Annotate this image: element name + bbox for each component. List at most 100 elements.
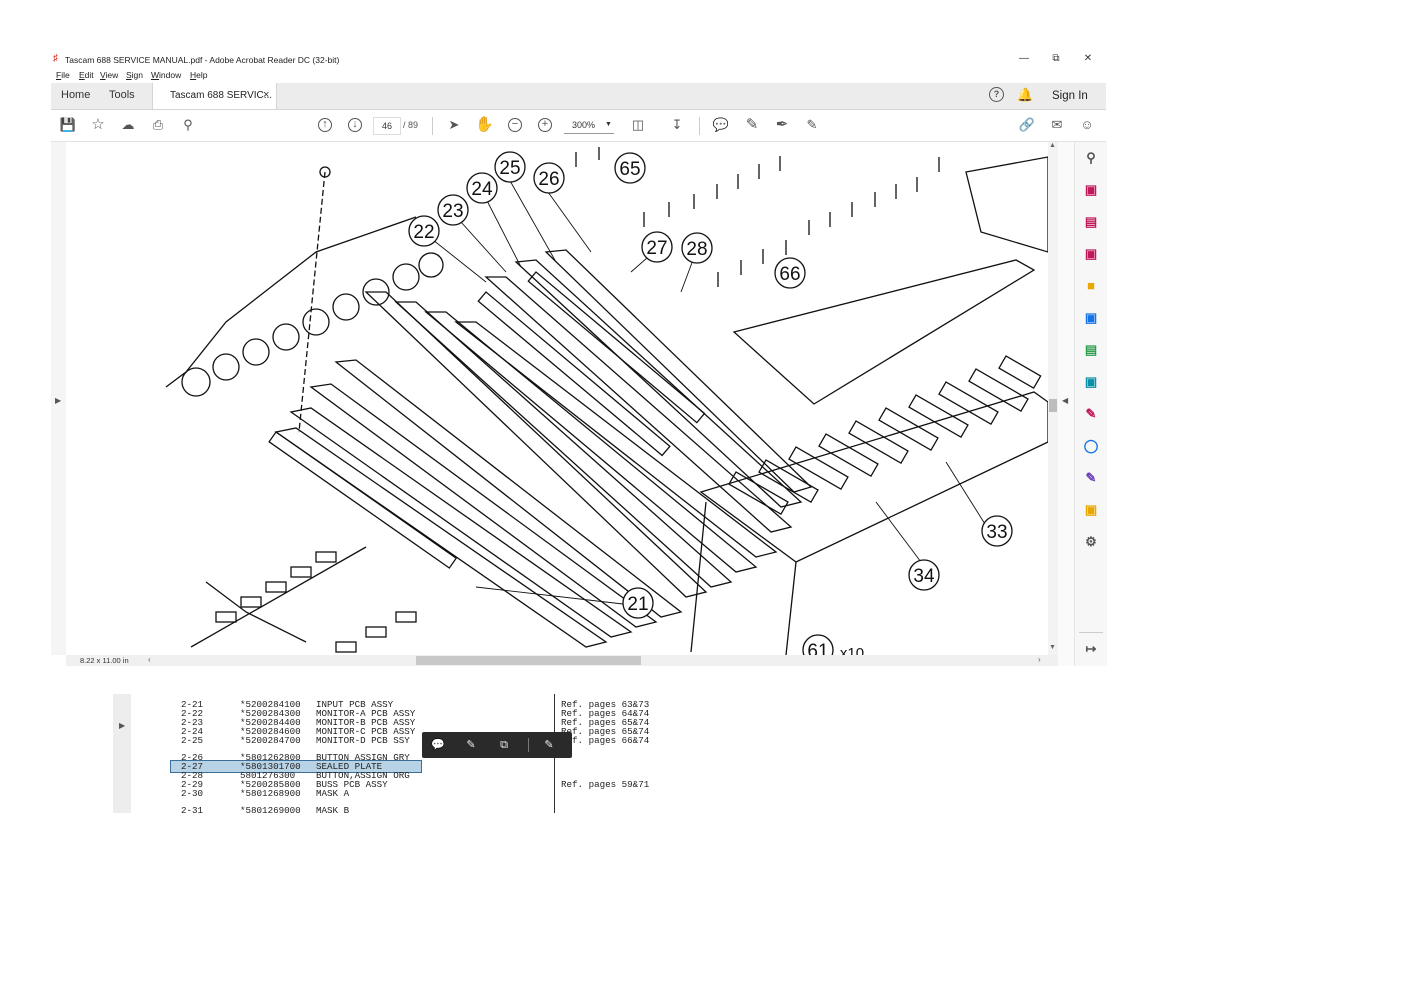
callout-label: 33 <box>986 522 1007 543</box>
more-tools-icon[interactable]: ⚙ <box>1085 534 1097 549</box>
bookmark-star-icon[interactable]: ☆ <box>91 116 105 133</box>
callout-24: 24 <box>466 172 498 204</box>
callout-quantity-label: x10 <box>840 645 864 655</box>
scroll-left-icon[interactable]: ‹ <box>148 655 151 664</box>
right-panel-toggle[interactable]: ◀ <box>1058 142 1074 666</box>
part-number: *5200284300 <box>240 708 301 719</box>
horizontal-scroll-thumb[interactable] <box>416 656 641 665</box>
fader-knobs <box>728 355 1042 516</box>
title-bar: ♯ Tascam 688 SERVICE MANUAL.pdf - Adobe … <box>51 51 1106 69</box>
fit-page-icon[interactable]: ◫ <box>631 117 645 132</box>
comment-tool-icon[interactable]: ■ <box>1087 278 1095 293</box>
selection-floating-toolbar: 💬 ✎ ⧉ ✎ <box>422 732 572 758</box>
collapse-right-panel-icon[interactable]: ◀ <box>1062 396 1069 405</box>
upload-cloud-icon[interactable]: ☁ <box>121 117 135 132</box>
organize-pages-icon[interactable]: ▤ <box>1084 214 1098 229</box>
edit-pdf-icon[interactable]: ▣ <box>1084 310 1098 325</box>
tab-home[interactable]: Home <box>61 89 91 101</box>
toolbar-separator <box>432 117 433 135</box>
vertical-scroll-thumb[interactable] <box>1049 399 1057 412</box>
sign-in-button[interactable]: Sign In <box>1052 90 1088 102</box>
menu-file[interactable]: File <box>56 70 70 80</box>
minimize-button[interactable]: — <box>1019 53 1029 64</box>
callout-34: 34 <box>908 559 940 591</box>
email-icon[interactable]: ✉ <box>1051 117 1063 132</box>
previous-page-icon[interactable]: ↑ <box>318 118 332 132</box>
scroll-down-icon[interactable]: ▼ <box>1049 644 1056 651</box>
menu-sign[interactable]: Sign <box>126 70 144 80</box>
callout-label: 26 <box>538 169 559 190</box>
page-size-label: 8.22 x 11.00 in <box>80 656 129 665</box>
compress-icon[interactable]: ▤ <box>1084 342 1098 357</box>
callout-group: 25 26 65 24 23 22 27 28 66 21 33 34 61 x… <box>408 151 1013 655</box>
highlight-pen-icon[interactable]: ✎ <box>466 739 476 751</box>
document-page-view[interactable]: 25 26 65 24 23 22 27 28 66 21 33 34 61 x… <box>66 142 1048 655</box>
highlight-pen-icon[interactable]: ✎ <box>745 116 759 133</box>
menu-window[interactable]: Window <box>151 70 182 80</box>
part-reference-note: Ref. pages 63&73 <box>561 699 650 710</box>
tab-document[interactable]: Tascam 688 SERVIC... × <box>152 83 277 109</box>
comment-icon[interactable]: 💬 <box>712 117 730 132</box>
protect-shield-icon[interactable]: ◯ <box>1083 438 1099 453</box>
part-ref: 2-25 <box>181 735 204 746</box>
comment-icon[interactable]: 💬 <box>431 739 445 751</box>
save-icon[interactable]: 💾 <box>59 117 77 132</box>
callout-label: 28 <box>686 239 707 260</box>
next-page-icon[interactable]: ↓ <box>348 118 362 132</box>
exploded-parts-drawing: 25 26 65 24 23 22 27 28 66 21 33 34 61 x… <box>165 147 1048 655</box>
zoom-level-dropdown[interactable]: 300% ▼ <box>564 117 614 134</box>
hand-tool-icon[interactable]: ✋ <box>475 116 494 133</box>
request-signature-icon[interactable]: ✎ <box>1085 470 1097 485</box>
search-tools-icon[interactable]: ⚲ <box>1086 150 1096 165</box>
page-number-input[interactable]: 46 <box>373 117 401 135</box>
create-pdf-icon[interactable]: ▣ <box>1084 182 1098 197</box>
part-description: MASK B <box>316 805 350 816</box>
scroll-up-icon[interactable]: ▲ <box>1049 142 1056 149</box>
lower-left-panel-toggle[interactable]: ▶ <box>113 694 131 813</box>
zoom-in-icon[interactable]: + <box>538 118 552 132</box>
callout-label: 34 <box>913 566 935 587</box>
callout-28: 28 <box>681 232 713 264</box>
callout-66: 66 <box>774 257 806 289</box>
collapse-pane-icon[interactable]: ↦ <box>1085 641 1097 656</box>
left-panel-toggle[interactable]: ▶ <box>51 142 66 655</box>
menu-edit[interactable]: Edit <box>79 70 94 80</box>
vertical-scrollbar[interactable]: ▲ ▼ <box>1048 142 1058 655</box>
export-pdf-icon[interactable]: ▣ <box>1084 246 1098 261</box>
find-magnifier-icon[interactable]: ⚲ <box>183 117 193 132</box>
part-ref: 2-21 <box>181 699 204 710</box>
part-description: BUTTON,ASSIGN ORG <box>316 770 410 781</box>
menu-help[interactable]: Help <box>190 70 208 80</box>
status-bar: 8.22 x 11.00 in ‹ › <box>66 655 1058 666</box>
select-cursor-icon[interactable]: ➤ <box>448 117 460 132</box>
part-ref: 2-24 <box>181 726 204 737</box>
expand-left-panel-icon[interactable]: ▶ <box>119 721 126 730</box>
draw-sign-icon[interactable]: ✒ <box>775 116 789 133</box>
share-link-icon[interactable]: 🔗 <box>1018 117 1036 132</box>
callout-33: 33 <box>981 515 1013 547</box>
help-icon[interactable]: ? <box>989 87 1004 102</box>
close-window-button[interactable]: ✕ <box>1083 53 1093 64</box>
callout-label: 61 <box>807 641 828 655</box>
tab-tools[interactable]: Tools <box>109 89 135 101</box>
expand-left-panel-icon[interactable]: ▶ <box>55 396 62 405</box>
callout-21: 21 <box>622 587 654 619</box>
menu-view[interactable]: View <box>100 70 119 80</box>
restore-button[interactable]: ⧉ <box>1052 53 1060 64</box>
edit-text-icon[interactable]: ✎ <box>544 739 554 751</box>
knobs <box>181 252 444 397</box>
scroll-mode-icon[interactable]: ↧ <box>671 117 683 132</box>
copy-icon[interactable]: ⧉ <box>500 739 508 751</box>
print-icon[interactable]: ⎙ <box>152 117 164 132</box>
send-for-review-icon[interactable]: ▣ <box>1084 502 1098 517</box>
combine-files-icon[interactable]: ▣ <box>1084 374 1098 389</box>
zoom-out-icon[interactable]: − <box>508 118 522 132</box>
notifications-bell-icon[interactable]: 🔔 <box>1017 87 1034 102</box>
fill-sign-icon[interactable]: ✎ <box>806 117 818 132</box>
fill-sign-tool-icon[interactable]: ✎ <box>1085 406 1097 421</box>
close-tab-icon[interactable]: × <box>263 89 270 101</box>
add-user-icon[interactable]: ☺ <box>1080 117 1094 132</box>
callout-25: 25 <box>494 151 526 183</box>
scroll-right-icon[interactable]: › <box>1038 655 1041 664</box>
